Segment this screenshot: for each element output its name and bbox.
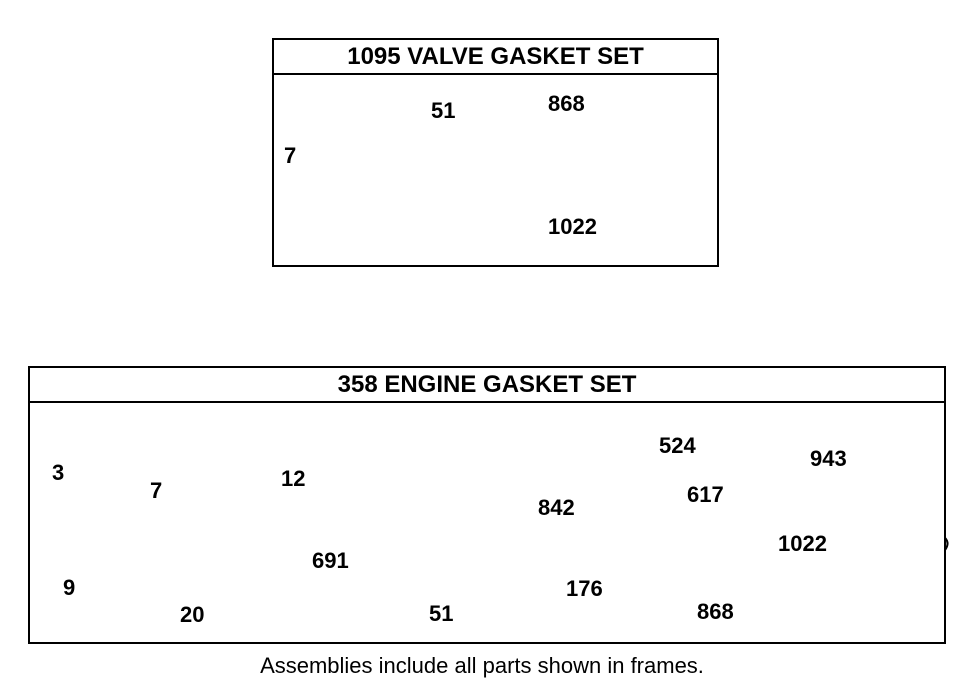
label-3: 3 — [52, 460, 65, 485]
label-524: 524 — [659, 433, 696, 458]
label-691: 691 — [312, 548, 349, 573]
label-1022: 1022 — [548, 214, 597, 239]
label-617: 617 — [687, 482, 724, 507]
footnote: Assemblies include all parts shown in fr… — [260, 653, 704, 678]
label-7: 7 — [284, 143, 297, 168]
label-9: 9 — [63, 575, 76, 600]
label-20: 20 — [180, 602, 205, 627]
label-12: 12 — [281, 466, 306, 491]
valve-gasket-set-title: 1095 VALVE GASKET SET — [274, 40, 717, 75]
valve-gasket-set-frame: 1095 VALVE GASKET SET — [272, 38, 719, 267]
label-1022: 1022 — [778, 531, 827, 556]
label-51: 51 — [431, 98, 456, 123]
label-943: 943 — [810, 446, 847, 471]
engine-gasket-set-frame: 358 ENGINE GASKET SET — [28, 366, 946, 644]
label-868: 868 — [697, 599, 734, 624]
label-868: 868 — [548, 91, 585, 116]
label-51: 51 — [429, 601, 454, 626]
label-176: 176 — [566, 576, 603, 601]
engine-gasket-set-title: 358 ENGINE GASKET SET — [30, 368, 944, 403]
label-7: 7 — [150, 478, 163, 503]
label-842: 842 — [538, 495, 575, 520]
